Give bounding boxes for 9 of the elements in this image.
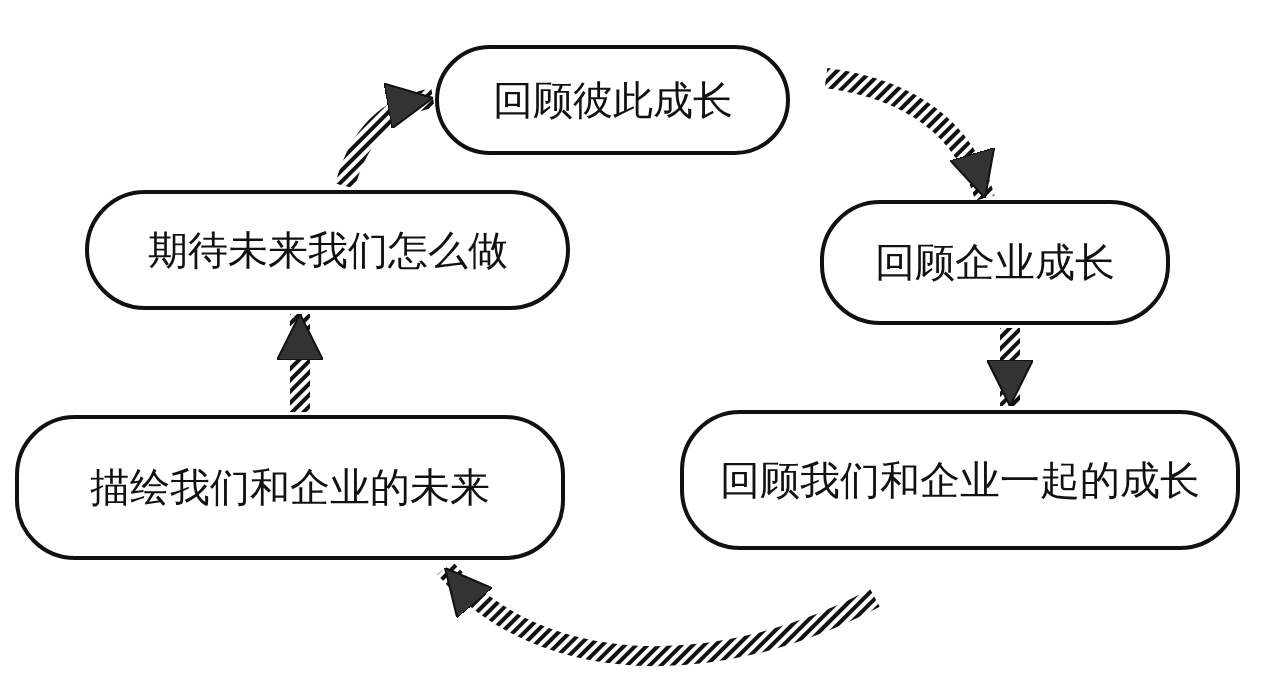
arrow bbox=[276, 313, 324, 412]
box-label: 回顾彼此成长 bbox=[492, 75, 733, 125]
box-label: 回顾企业成长 bbox=[875, 238, 1115, 287]
arrow bbox=[824, 68, 995, 202]
arrow bbox=[437, 560, 880, 666]
arrow bbox=[986, 328, 1034, 407]
box-label: 期待未来我们怎么做 bbox=[147, 225, 508, 275]
box-label: 回顾我们和企业一起的成长 bbox=[720, 455, 1200, 505]
box-label: 描绘我们和企业的未来 bbox=[90, 463, 490, 512]
